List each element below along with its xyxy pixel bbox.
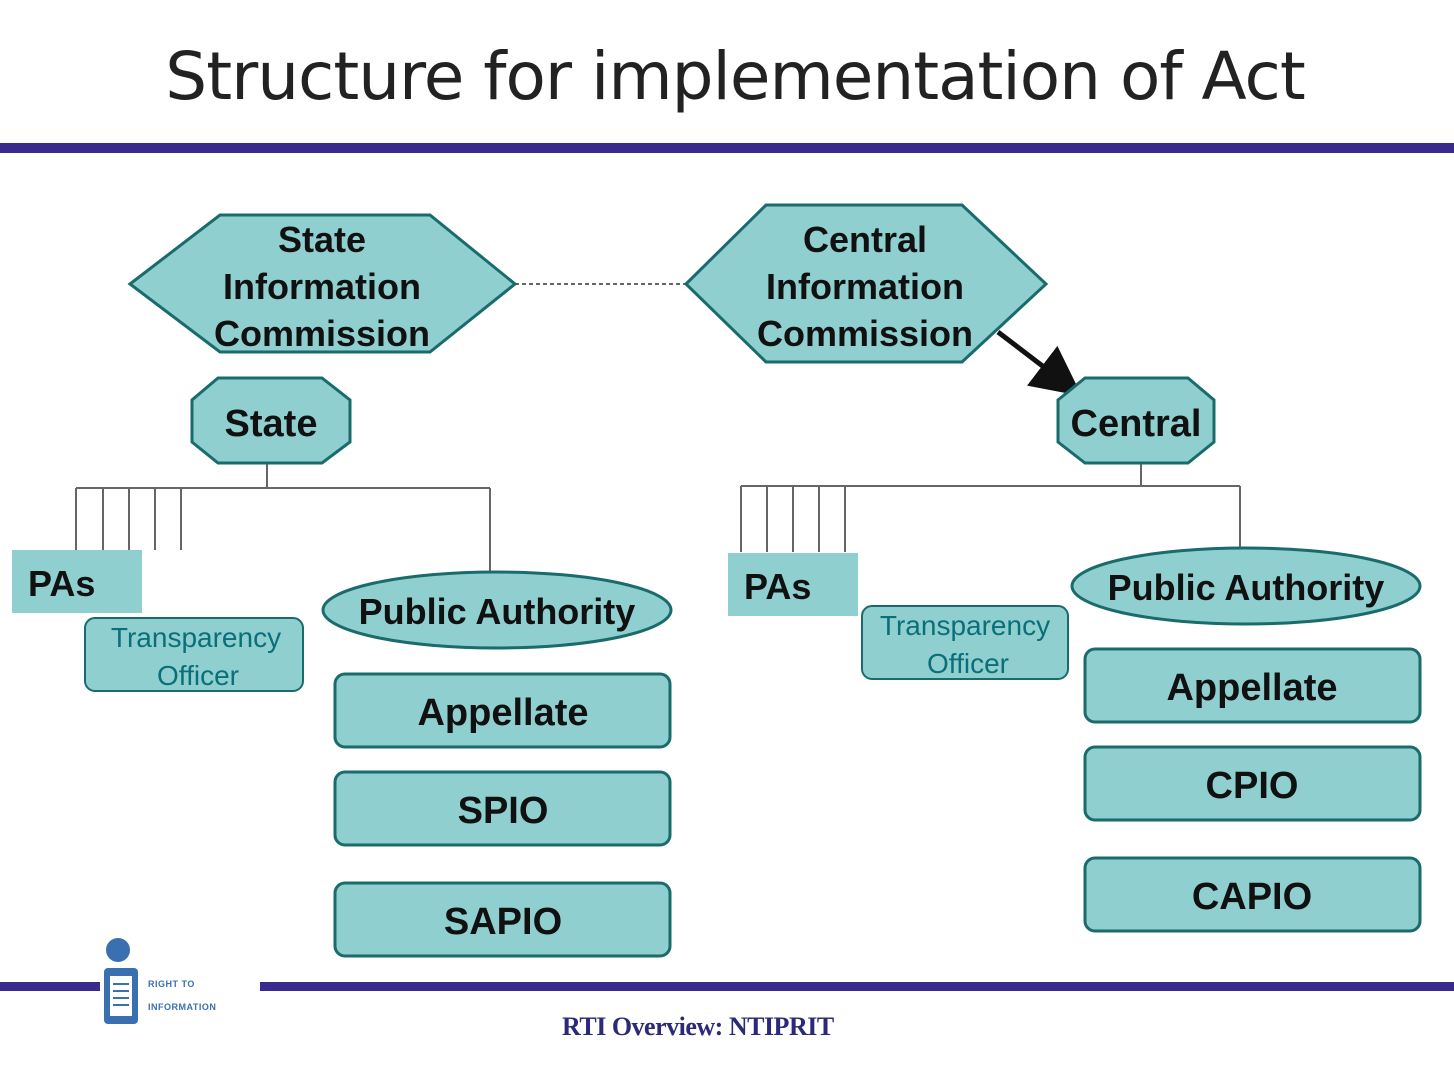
central-commission-label-line2: Information [766, 266, 964, 307]
state-commission-label-line2: Information [223, 266, 421, 307]
central-role-label: CPIO [1206, 765, 1299, 807]
state-node-label: State [225, 403, 318, 445]
logo-text-line1: RIGHT TO [148, 979, 195, 989]
state-transparency-label-line2: Officer [157, 660, 239, 691]
state-public-authority-label: Public Authority [359, 591, 636, 632]
state-role-spio: SPIO [333, 770, 672, 847]
central-commission-label-line3: Commission [757, 313, 973, 354]
state-role-sapio: SAPIO [333, 881, 672, 958]
central-information-commission-node: Central Information Commission [683, 203, 1049, 364]
state-pas-node: PAs [12, 550, 142, 613]
title-divider [0, 143, 1454, 153]
state-public-authority-node: Public Authority [321, 570, 673, 650]
state-commission-label-line1: State [278, 219, 366, 260]
central-pas-label: PAs [744, 566, 811, 607]
state-role-label: SPIO [458, 790, 549, 832]
central-role-capio: CAPIO [1083, 856, 1422, 933]
state-pas-label: PAs [28, 563, 95, 604]
state-transparency-officer-node: Transparency Officer [84, 617, 304, 692]
state-tree-lines [75, 462, 491, 577]
central-tree-lines [740, 462, 1241, 554]
state-transparency-label-line1: Transparency [111, 622, 281, 653]
central-node: Central [1056, 376, 1216, 465]
central-public-authority-node: Public Authority [1070, 546, 1422, 626]
state-role-label: Appellate [417, 692, 588, 734]
central-role-cpio: CPIO [1083, 745, 1422, 822]
page-title: Structure for implementation of Act [165, 38, 1305, 115]
central-role-label: Appellate [1166, 667, 1337, 709]
central-node-label: Central [1071, 403, 1202, 445]
central-pas-node: PAs [728, 553, 858, 616]
state-role-appellate: Appellate [333, 672, 672, 749]
state-role-label: SAPIO [444, 901, 562, 943]
central-transparency-officer-node: Transparency Officer [861, 605, 1069, 680]
state-commission-label-line3: Commission [214, 313, 430, 354]
footer-caption: RTI Overview: NTIPRIT [562, 1012, 834, 1041]
logo-text-line2: INFORMATION [148, 1002, 217, 1012]
rti-logo: RIGHT TO INFORMATION [100, 936, 260, 1032]
central-transparency-label-line1: Transparency [880, 610, 1050, 641]
central-transparency-label-line2: Officer [927, 648, 1009, 679]
footer-divider [0, 982, 1454, 991]
central-role-label: CAPIO [1192, 876, 1312, 918]
central-commission-label-line1: Central [803, 219, 927, 260]
person-document-icon [104, 938, 138, 1024]
central-commission-arrow [996, 330, 1082, 397]
central-public-authority-label: Public Authority [1108, 567, 1385, 608]
state-node: State [190, 376, 352, 465]
central-role-appellate: Appellate [1083, 647, 1422, 724]
state-information-commission-node: State Information Commission [127, 213, 518, 354]
